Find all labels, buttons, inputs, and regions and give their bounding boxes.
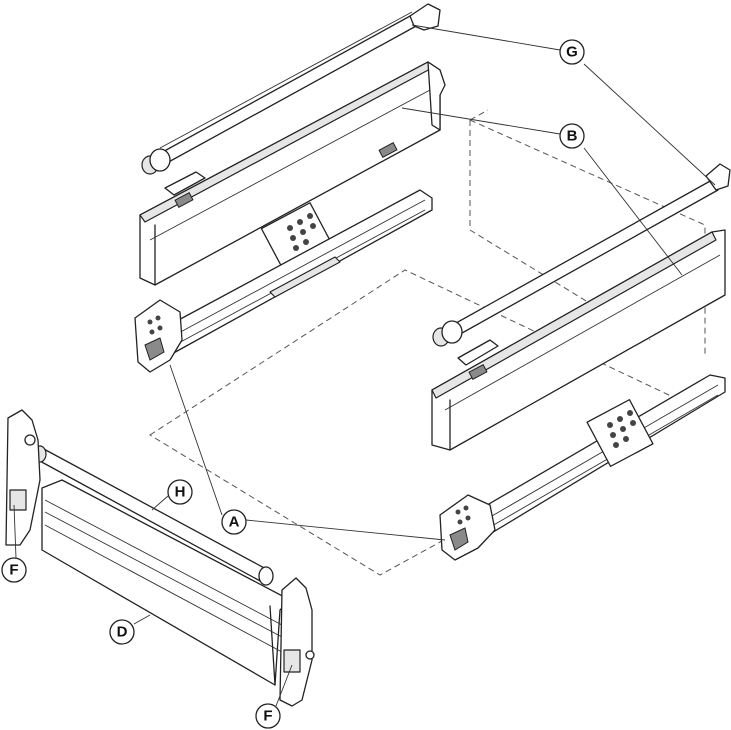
callout-b-label: B [567,128,578,145]
runner-left [134,189,433,373]
callout-h-label: H [175,484,186,501]
callout-f-right-label: F [263,708,272,725]
end-cap-left [5,409,41,546]
callout-b: B [559,123,585,149]
side-panel-right [431,229,726,451]
callout-f-right: F [255,703,281,729]
callout-f-left-label: F [9,562,18,579]
callout-f-left: F [1,557,27,583]
gallery-rail-left [141,3,441,175]
callout-a-label: A [229,514,240,531]
end-cap-right [279,577,315,707]
gallery-rail-right [432,163,731,347]
callout-g-label: G [566,44,578,61]
callout-h: H [167,479,193,505]
runner-right [439,374,726,561]
callout-d: D [109,619,135,645]
callout-a: A [221,509,247,535]
callout-d-label: D [117,624,128,641]
leader-lines [13,24,716,707]
front-panel [41,479,291,686]
side-panel-left [139,61,446,286]
callout-g: G [559,39,585,65]
